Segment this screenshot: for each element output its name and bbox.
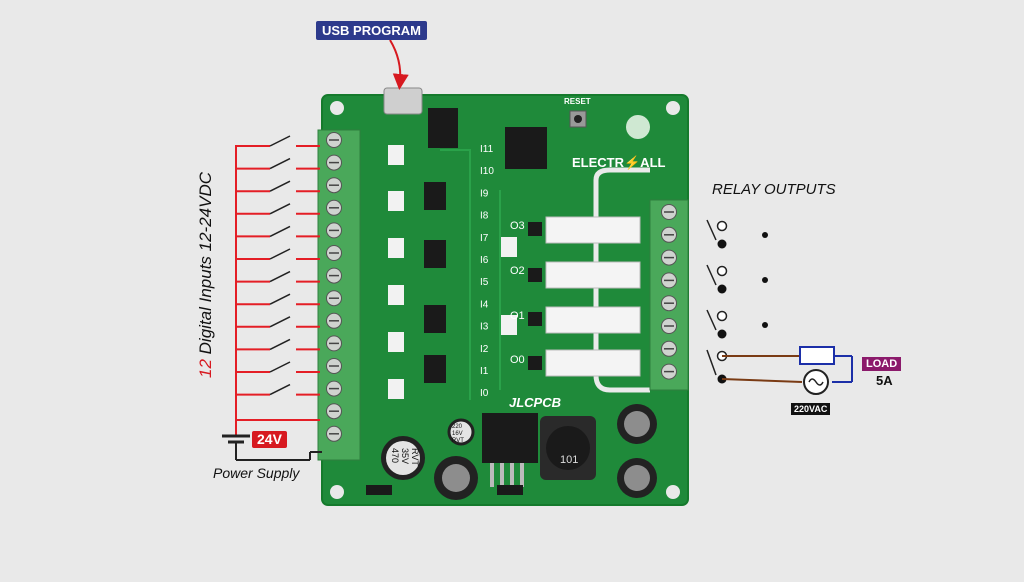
mount-hole (666, 101, 680, 115)
switch-icon (269, 270, 291, 283)
pcb-maker-label: JLCPCB (509, 395, 561, 410)
relay (545, 306, 641, 334)
relay-contact-icon (716, 220, 728, 232)
usb-arrow-icon (389, 39, 409, 90)
input-optocouplers (388, 145, 517, 399)
input-switch-wiring (235, 135, 320, 421)
switch-icon (269, 383, 291, 396)
output-terminal-block (649, 199, 689, 391)
usb-uart-chip (428, 108, 458, 148)
inductor-label: 101 (560, 454, 578, 466)
switch-icon (269, 157, 291, 170)
micro-usb-port (383, 87, 423, 115)
load-current-label: 5A (876, 373, 893, 388)
switch-icon (269, 361, 291, 373)
cap-text: 220 (452, 424, 463, 430)
load-wiring (721, 346, 853, 395)
cap-text: 16V (452, 431, 463, 437)
relay (545, 261, 641, 289)
brand-logo: ELECTR⚡ALL (572, 155, 666, 171)
input-label: I2 (480, 344, 489, 355)
switch-icon (269, 180, 291, 192)
switch-icon (269, 225, 291, 238)
input-label: I6 (480, 255, 489, 266)
relay-contact-icon (716, 265, 728, 277)
switch-icon (269, 338, 291, 351)
mount-hole (666, 485, 680, 499)
cap-text: RVT (452, 438, 464, 444)
relay (545, 349, 641, 377)
relay-outputs-title: RELAY OUTPUTS (712, 181, 836, 198)
relay (545, 216, 641, 244)
reset-label: RESET (564, 97, 591, 106)
cap-text: 35V (400, 448, 410, 464)
capacitor-220 (447, 418, 475, 446)
voltage-badge: 24V (252, 431, 287, 448)
switch-icon (269, 248, 291, 260)
switch-icon (269, 293, 291, 305)
cap-text: RVT (410, 448, 420, 466)
switch-icon (269, 203, 291, 215)
input-label: I8 (480, 211, 489, 222)
cap-text: 470 (390, 448, 400, 463)
usb-program-label: USB PROGRAM (316, 21, 427, 40)
relay-contact-icon (717, 239, 727, 249)
pcb-board (321, 94, 689, 506)
power-supply-wiring (222, 420, 322, 461)
relay-contact-icon (717, 329, 727, 339)
power-section (366, 404, 657, 500)
output-label: O1 (510, 310, 525, 322)
mount-hole (330, 485, 344, 499)
output-label: O3 (510, 220, 525, 232)
regulator-chip (482, 413, 538, 463)
switch-icon (269, 316, 291, 328)
ac-voltage-label: 220VAC (791, 403, 831, 415)
mount-hole (330, 101, 344, 115)
input-label: I7 (480, 233, 489, 244)
load-label: LOAD (862, 357, 902, 371)
input-label: I5 (480, 277, 489, 288)
input-label: I0 (480, 388, 489, 399)
digital-inputs-count: 12 (196, 359, 215, 378)
input-terminal-block (317, 129, 361, 461)
load-resistor-icon (799, 346, 835, 365)
relays (528, 216, 641, 377)
power-supply-label: Power Supply (213, 465, 300, 481)
input-label: I10 (480, 166, 494, 177)
output-label: O0 (510, 354, 525, 366)
digital-inputs-label: 12 Digital Inputs 12-24VDC (196, 172, 216, 378)
bulb-logo-icon (626, 115, 650, 139)
output-label: O2 (510, 265, 525, 277)
input-label: I11 (480, 144, 494, 155)
digital-inputs-text: Digital Inputs 12-24VDC (196, 171, 215, 355)
input-label: I4 (480, 299, 489, 310)
switch-icon (269, 135, 291, 147)
relay-contact-icon (716, 310, 728, 322)
input-label: I3 (480, 322, 489, 333)
input-label: I1 (480, 366, 489, 377)
relay-output-symbols (706, 219, 768, 384)
relay-contact-icon (717, 284, 727, 294)
input-label: I9 (480, 188, 489, 199)
microcontroller-chip (505, 127, 547, 169)
